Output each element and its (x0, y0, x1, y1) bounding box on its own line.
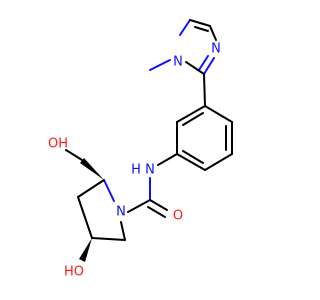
atom-h-amide: H (131, 163, 141, 178)
bond-ph-4-5 (176, 153, 206, 171)
pyrrolidine-ring (77, 179, 126, 241)
bond-ph-4-5-double (182, 150, 204, 164)
atom-ho-ring: HO (64, 265, 84, 280)
wedge-c2-ch2 (80, 158, 104, 180)
bond-n1-methyl (149, 59, 171, 71)
wedge-c4-oh (79, 238, 92, 262)
atom-n-imidazole: N (211, 42, 221, 57)
atom-n-methyl: N (173, 55, 183, 70)
atom-oh-hydroxymethyl: OH (48, 137, 68, 152)
bond-n3-c2-double (198, 55, 209, 71)
bond-ph-6-1 (176, 105, 206, 123)
atom-n-amide: N (145, 163, 155, 178)
bond-c4-c5 (91, 237, 126, 241)
bond-c2-c3 (77, 179, 105, 198)
bond-ch2-oh (65, 149, 83, 161)
bond-npyr-c2 (103, 179, 115, 202)
bond-c5-c4-double (194, 26, 209, 32)
urea-group (127, 177, 168, 218)
bond-c3-c4 (77, 196, 93, 239)
bond-n1-c5 (179, 19, 191, 36)
phenyl-ring (176, 105, 233, 171)
bond-c-o (149, 199, 168, 211)
bond-ph-6-1-double (182, 112, 204, 126)
bond-c4-n3 (209, 25, 217, 41)
bond-n3-c2 (203, 57, 215, 75)
atom-o-carbonyl: O (173, 209, 183, 224)
imidazole-ring (149, 19, 217, 75)
bond-imidazole-phenyl (203, 73, 206, 107)
bond-c2-n1 (185, 61, 205, 75)
molecule-structure: N N N H N O OH HO (48, 19, 233, 280)
bond-ph-1-2 (204, 105, 233, 123)
bond-carbonyl-npyr (127, 199, 151, 213)
bond-phenyl-nh (157, 153, 178, 166)
bond-ph-3-4 (204, 153, 233, 171)
bond-c5-c4 (189, 19, 211, 27)
atom-n-pyrrolidine: N (116, 205, 126, 220)
bond-c-o-double (147, 206, 166, 218)
bond-c5-npyr (120, 221, 126, 241)
